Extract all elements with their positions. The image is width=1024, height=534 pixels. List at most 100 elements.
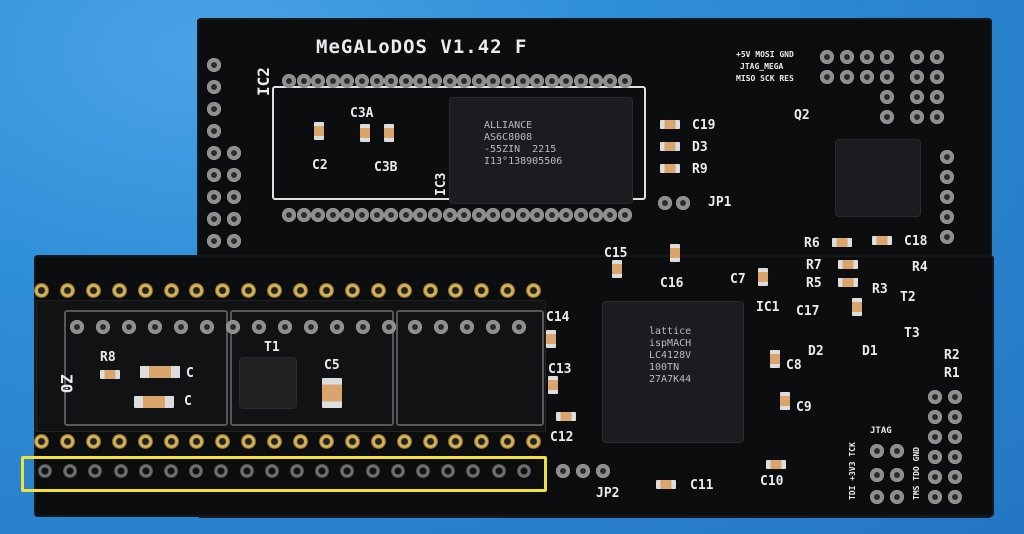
ic2-pin-pad bbox=[559, 74, 574, 88]
ic2-pin-pad bbox=[369, 208, 384, 222]
header-pad bbox=[227, 146, 241, 160]
ic2-pin-pad bbox=[471, 74, 486, 88]
ic2-pin-pad bbox=[501, 74, 515, 88]
ic2-pin-pad bbox=[282, 74, 296, 88]
socket-inner-pad bbox=[200, 320, 214, 334]
header-pad bbox=[820, 70, 834, 84]
header-pad bbox=[227, 190, 241, 204]
socket-inner-pad bbox=[252, 320, 266, 334]
header-pad bbox=[910, 70, 924, 84]
label-jp2: JP2 bbox=[596, 486, 620, 501]
resistor-r5 bbox=[838, 278, 858, 287]
header-pad bbox=[227, 234, 241, 248]
label-r5: R5 bbox=[806, 276, 822, 291]
header-pad bbox=[948, 390, 962, 404]
label-q2: Q2 bbox=[794, 108, 810, 123]
header-pad bbox=[928, 410, 942, 424]
header-pad bbox=[860, 50, 874, 64]
ic2-pin-pad bbox=[574, 208, 588, 222]
socket-pin bbox=[318, 283, 334, 298]
label-t3: T3 bbox=[904, 326, 920, 341]
ic2-pin-pad bbox=[340, 208, 355, 222]
label-c8: C8 bbox=[786, 358, 802, 373]
socket-pin bbox=[396, 434, 412, 449]
header-hole bbox=[38, 464, 52, 478]
ic2-pin-pad bbox=[617, 74, 632, 88]
resistor-r7 bbox=[838, 260, 858, 269]
cap-c8 bbox=[770, 350, 780, 368]
label-r1: R1 bbox=[944, 366, 960, 381]
socket-pin bbox=[526, 283, 542, 298]
label-c7: C7 bbox=[730, 272, 746, 287]
diode-d3 bbox=[660, 142, 680, 151]
header-pad bbox=[940, 170, 954, 184]
header-hole bbox=[113, 464, 128, 478]
ic2-pin-pad bbox=[428, 74, 442, 88]
socket-inner-pad bbox=[226, 320, 240, 334]
label-d1: D1 bbox=[862, 344, 878, 359]
socket-inner-pad bbox=[70, 320, 84, 334]
label-c9: C9 bbox=[796, 400, 812, 415]
header-hole bbox=[63, 464, 78, 478]
header-pad bbox=[948, 450, 962, 464]
socket-pin bbox=[163, 434, 179, 449]
socket-pin bbox=[111, 434, 127, 449]
board-title: MeGALoDOS V1.42 F bbox=[316, 36, 528, 58]
header-pad bbox=[207, 124, 221, 138]
header-pad bbox=[910, 90, 924, 104]
cap-c11 bbox=[656, 480, 676, 489]
label-r4: R4 bbox=[912, 260, 928, 275]
header-pad bbox=[940, 150, 954, 164]
label-c19: C19 bbox=[692, 118, 716, 133]
sram-chip-marking: ALLIANCE AS6C8008 -55ZIN 2215 I13°138905… bbox=[484, 120, 563, 167]
ic2-pin-pad bbox=[442, 208, 457, 222]
socket-pin bbox=[422, 434, 438, 449]
header-pad bbox=[227, 212, 241, 226]
cap-c14 bbox=[546, 330, 556, 348]
cap-c12 bbox=[556, 412, 576, 421]
header-pad bbox=[948, 490, 962, 504]
ic2-pin-pad bbox=[355, 74, 369, 88]
header-pad bbox=[880, 110, 894, 124]
ic2-pin-pad bbox=[515, 208, 530, 222]
label-c3a: C3A bbox=[350, 106, 374, 121]
label-c12: C12 bbox=[550, 430, 574, 445]
socket-inner-pad bbox=[382, 320, 396, 334]
header-hole bbox=[189, 464, 204, 478]
cap-c19 bbox=[660, 120, 680, 129]
socket-pin bbox=[215, 283, 231, 298]
header-hole bbox=[214, 464, 229, 478]
header-pad bbox=[207, 168, 221, 182]
header-pad bbox=[910, 50, 924, 64]
socket-inner-pad bbox=[96, 320, 110, 334]
ic2-pin-pad bbox=[282, 208, 296, 222]
header-hole bbox=[239, 464, 254, 478]
socket-pin bbox=[370, 283, 386, 298]
ic2-pin-pad bbox=[603, 208, 618, 222]
header-pad bbox=[910, 110, 924, 124]
label-r2: R2 bbox=[944, 348, 960, 363]
header-pad bbox=[207, 234, 221, 248]
header-hole bbox=[365, 464, 380, 478]
label-r6: R6 bbox=[804, 236, 820, 251]
header-pad bbox=[930, 50, 944, 64]
socket-inner-pad bbox=[304, 320, 318, 334]
label-jtag-left: TDI +3V3 TCK bbox=[848, 442, 857, 500]
ic2-pin-pad bbox=[559, 208, 574, 222]
label-c17: C17 bbox=[796, 304, 820, 319]
ic2-pin-pad bbox=[603, 74, 618, 88]
header-pad bbox=[880, 90, 894, 104]
ic2-pin-pad bbox=[530, 208, 545, 222]
header-label-top: +5V MOSI GND bbox=[736, 50, 794, 59]
socket-pin bbox=[422, 283, 438, 298]
cap-c5 bbox=[322, 378, 342, 408]
header-pad bbox=[227, 168, 241, 182]
header-hole bbox=[466, 464, 481, 478]
ic2-pin-pad bbox=[325, 208, 340, 222]
cap-c18 bbox=[872, 236, 892, 245]
label-r7: R7 bbox=[806, 258, 822, 273]
label-t1: T1 bbox=[264, 340, 280, 355]
ic2-pin-pad bbox=[355, 208, 369, 222]
header-hole bbox=[441, 464, 456, 478]
ic2-pin-pad bbox=[486, 74, 501, 88]
